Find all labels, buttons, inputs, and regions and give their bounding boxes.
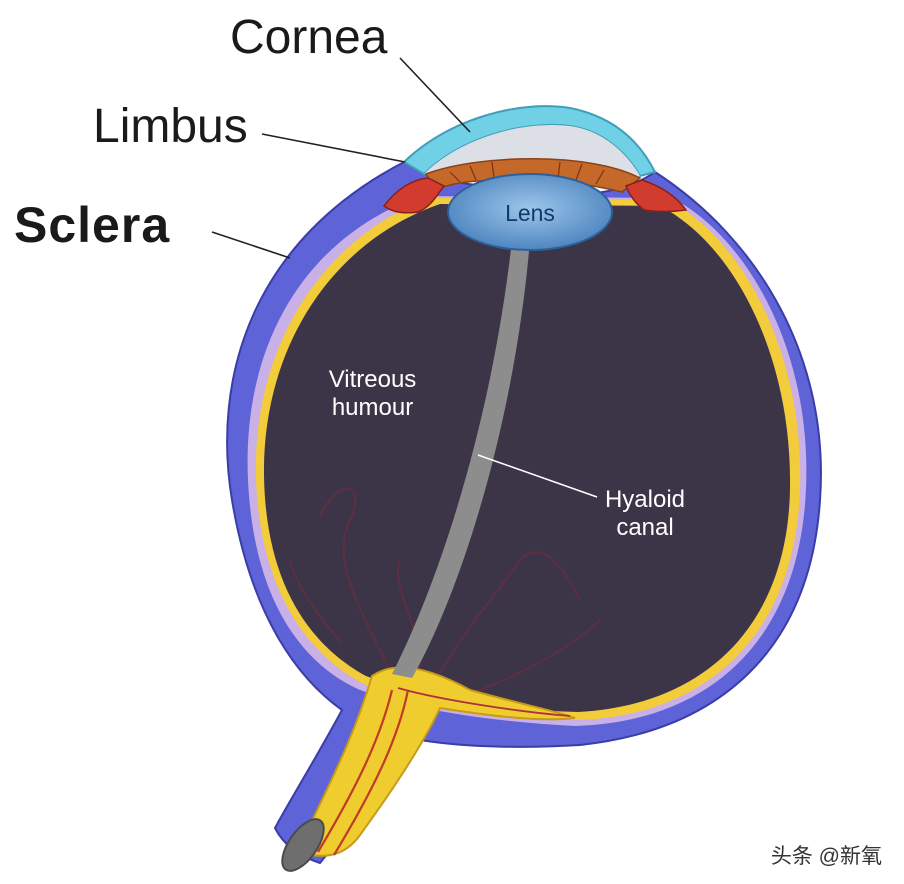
optic-nerve-vessel: [317, 689, 410, 856]
vitreous-chamber: [263, 204, 791, 712]
ciliary-body-right: [625, 179, 688, 213]
hyaloid-canal: [392, 240, 530, 678]
watermark: 头条 @新氧: [770, 845, 882, 868]
cornea-label: Cornea: [230, 11, 388, 64]
lens-shape: [447, 173, 613, 251]
hyaloid-canal-label: Hyaloid canal: [580, 486, 710, 541]
hyaloid-label-line-2: canal: [616, 513, 674, 541]
optic-nerve-vessel-2: [397, 687, 571, 717]
vitreous-label-line-1: Vitreous: [328, 366, 417, 393]
vitreous-label-line-2: humour: [331, 393, 414, 421]
sclera-label: Sclera: [14, 197, 171, 253]
hyaloid-label-line-1: Hyaloid: [604, 486, 686, 513]
lens-label: Lens: [505, 200, 555, 226]
limbus-label: Limbus: [93, 100, 248, 153]
cornea-leader-line: [399, 57, 471, 133]
sclera-leader-line: [211, 231, 291, 259]
optic-nerve-cut: [281, 818, 325, 872]
ciliary-body-left: [382, 177, 446, 214]
limbus-leader-line: [261, 133, 406, 163]
hyaloid-leader-line: [477, 454, 598, 498]
vitreous-humour-label: Vitreous humour: [300, 366, 445, 421]
